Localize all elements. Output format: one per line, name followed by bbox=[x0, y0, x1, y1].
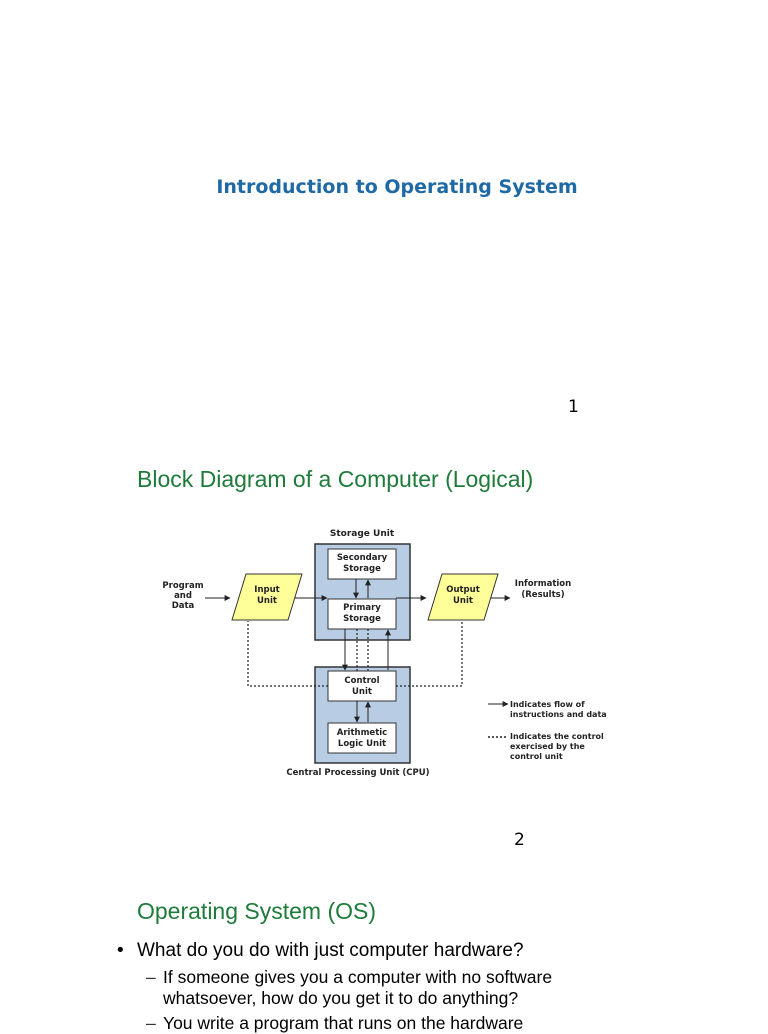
secondary-storage-box bbox=[327, 548, 397, 580]
input-unit-line1: Input bbox=[254, 585, 279, 595]
sub-bullet-item: –If someone gives you a computer with no… bbox=[146, 967, 552, 1009]
input-unit-line2: Unit bbox=[257, 596, 277, 606]
secondary-storage-line2: Storage bbox=[343, 564, 381, 574]
slide-heading: Operating System (OS) bbox=[137, 898, 377, 924]
legend-flow-line2: instructions and data bbox=[510, 710, 607, 719]
primary-storage-line1: Primary bbox=[343, 603, 381, 613]
page-number: 2 bbox=[514, 830, 525, 850]
control-unit-line2: Unit bbox=[352, 687, 372, 697]
bullet-glyph: • bbox=[117, 940, 124, 961]
storage-unit-label: Storage Unit bbox=[330, 529, 395, 539]
output-unit-line1: Output bbox=[446, 585, 480, 595]
control-unit-line1: Control bbox=[344, 676, 379, 686]
primary-storage-box bbox=[327, 598, 397, 630]
input-label-line3: Data bbox=[172, 601, 195, 611]
bullet-item: • What do you do with just computer hardw… bbox=[117, 940, 524, 962]
alu-box bbox=[327, 722, 397, 754]
output-unit-line2: Unit bbox=[453, 596, 473, 606]
secondary-storage-line1: Secondary bbox=[337, 553, 388, 563]
cpu-label: Central Processing Unit (CPU) bbox=[286, 768, 429, 778]
output-label-line1: Information bbox=[515, 579, 571, 589]
bullet-text: What do you do with just computer hardwa… bbox=[137, 940, 524, 961]
control-unit-box bbox=[327, 670, 397, 702]
input-label-line2: and bbox=[174, 591, 192, 601]
dash-glyph: – bbox=[146, 967, 156, 987]
legend-flow-line1: Indicates flow of bbox=[510, 700, 585, 709]
slide-title: Introduction to Operating System bbox=[216, 176, 578, 198]
alu-line1: Arithmetic bbox=[337, 728, 387, 738]
input-unit-shape bbox=[231, 573, 303, 621]
input-label-line1: Program bbox=[162, 581, 203, 591]
legend-control-line1: Indicates the control bbox=[510, 732, 604, 741]
primary-storage-line2: Storage bbox=[343, 614, 381, 624]
output-unit-shape bbox=[427, 573, 499, 621]
dash-glyph: – bbox=[146, 1013, 156, 1033]
alu-line2: Logic Unit bbox=[338, 739, 386, 749]
block-diagram: Storage Unit Secondary Storage Primary S… bbox=[162, 529, 607, 778]
sub-bullet-line1: You write a program that runs on the har… bbox=[163, 1013, 524, 1033]
legend-control-line3: control unit bbox=[510, 752, 563, 761]
legend-control-line2: exercised by the bbox=[510, 742, 585, 751]
output-label-line2: (Results) bbox=[521, 590, 564, 600]
page-number: 1 bbox=[568, 397, 579, 417]
sub-bullet-line1: If someone gives you a computer with no … bbox=[163, 967, 553, 987]
slide-heading: Block Diagram of a Computer (Logical) bbox=[137, 466, 534, 492]
sub-bullet-line2: whatsoever, how do you get it to do anyt… bbox=[163, 988, 519, 1008]
